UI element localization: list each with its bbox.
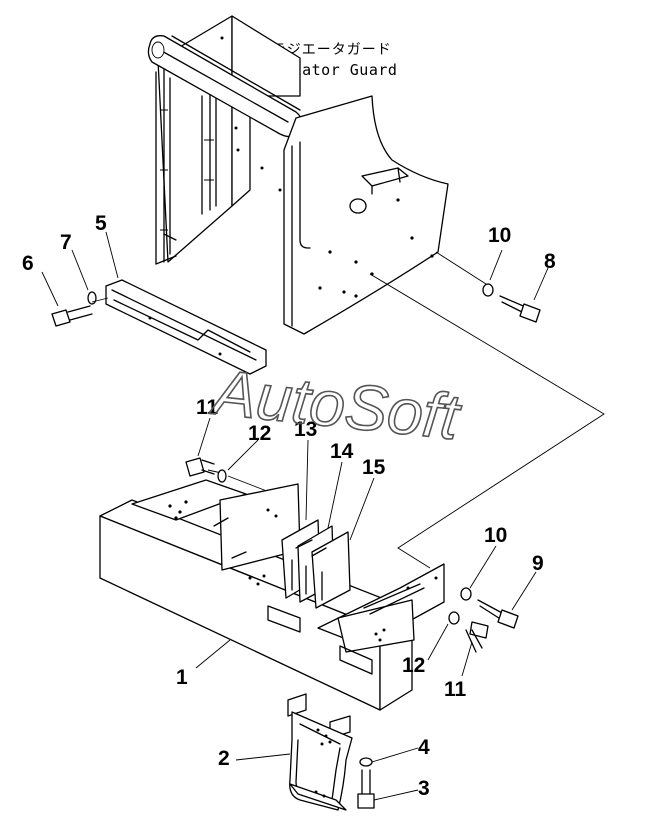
callout-1: 1 bbox=[176, 666, 188, 689]
part-7-washer bbox=[87, 291, 97, 305]
part-5-bottom-rail bbox=[105, 279, 267, 375]
callout-10-upper: 10 bbox=[488, 224, 511, 247]
callout-11-lower: 11 bbox=[444, 678, 467, 701]
callout-9: 9 bbox=[532, 552, 544, 575]
part-10-washer-upper bbox=[482, 283, 494, 297]
callout-15: 15 bbox=[362, 456, 386, 479]
part-12-washer-upper bbox=[217, 469, 227, 483]
watermark: AutoSoft bbox=[207, 356, 465, 454]
part-2-step bbox=[287, 693, 353, 811]
callout-14: 14 bbox=[330, 440, 354, 463]
callout-leader-lines bbox=[41, 231, 549, 801]
callout-2: 2 bbox=[218, 747, 230, 770]
part-12-washer-lower bbox=[448, 611, 460, 625]
part-1-bumper-frame bbox=[99, 479, 445, 711]
callout-5: 5 bbox=[95, 212, 107, 235]
part-4-washer bbox=[359, 757, 373, 767]
part-9-bolt bbox=[477, 599, 519, 629]
callout-6: 6 bbox=[22, 252, 34, 275]
part-6-bolt bbox=[51, 305, 93, 327]
part-11-bolt-upper bbox=[185, 457, 215, 477]
callout-4: 4 bbox=[418, 736, 430, 759]
part-11-bolt-lower bbox=[465, 621, 489, 653]
part-10-washer-lower bbox=[460, 587, 472, 601]
part-3-bolt bbox=[357, 769, 375, 809]
part-8-bolt bbox=[499, 295, 541, 323]
callout-10-lower: 10 bbox=[484, 524, 507, 547]
title-japanese: ラジエータガード bbox=[272, 42, 392, 58]
callout-8: 8 bbox=[544, 250, 556, 273]
callout-labels: 1 2 3 4 5 6 7 8 9 10 10 11 11 12 12 13 1… bbox=[22, 212, 556, 800]
callout-12-upper: 12 bbox=[248, 422, 271, 445]
callout-13: 13 bbox=[294, 418, 317, 441]
callout-11-upper: 11 bbox=[196, 396, 219, 419]
callout-7: 7 bbox=[60, 231, 72, 254]
callout-3: 3 bbox=[418, 777, 430, 800]
callout-12-lower: 12 bbox=[402, 654, 425, 677]
radiator-guard-frame bbox=[147, 15, 449, 335]
parts-13-15-shim-plates bbox=[281, 519, 351, 609]
